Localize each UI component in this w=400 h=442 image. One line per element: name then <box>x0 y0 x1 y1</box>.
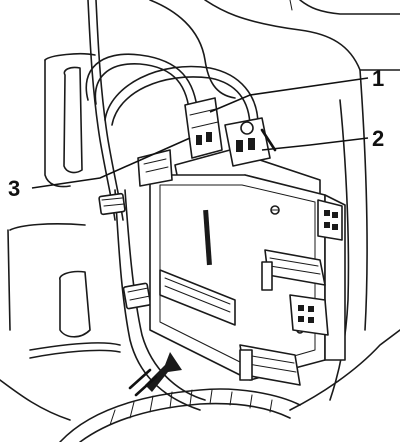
connector-middle <box>261 249 326 291</box>
top-plug-assembly <box>137 97 277 187</box>
callout-1: 1 <box>372 66 384 91</box>
direction-arrow-icon <box>128 352 182 397</box>
body-panel <box>7 0 400 411</box>
leader-line-1 <box>209 77 369 113</box>
connector-lower <box>289 294 329 336</box>
control-module <box>149 149 346 381</box>
side-connectors <box>239 199 343 386</box>
connector-upper <box>317 199 343 241</box>
leader-line-2 <box>261 137 369 151</box>
lower-harness-bundle <box>0 379 301 442</box>
leader-line-3 <box>31 137 191 189</box>
callout-3: 3 <box>8 176 20 201</box>
connector-bottom <box>239 344 301 386</box>
callouts: 1 2 3 <box>8 66 384 201</box>
wiring-harness <box>29 0 259 411</box>
callout-2: 2 <box>372 126 384 151</box>
